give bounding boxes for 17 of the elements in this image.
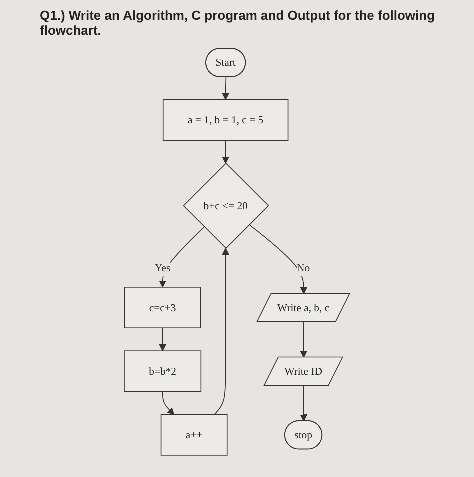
node-diamond: b+c <= 20 [183, 163, 269, 249]
arrow [222, 140, 230, 164]
arrow [162, 391, 174, 416]
node-box: b=b*2 [124, 350, 202, 392]
edge-label: No [296, 262, 310, 274]
arrow [159, 226, 205, 288]
arrow [214, 248, 230, 416]
node-box: c=c+3 [124, 287, 202, 328]
node-box: a++ [160, 414, 228, 456]
arrow [248, 224, 308, 294]
edge-label: Yes [154, 262, 170, 274]
node-box: a = 1, b = 1, c = 5 [162, 100, 288, 141]
arrow [222, 76, 230, 100]
arrow [300, 386, 308, 422]
question-title: Q1.) Write an Algorithm, C program and Output for the following flowchart. [39, 7, 436, 40]
arrow [159, 328, 166, 352]
arrow [300, 322, 308, 358]
